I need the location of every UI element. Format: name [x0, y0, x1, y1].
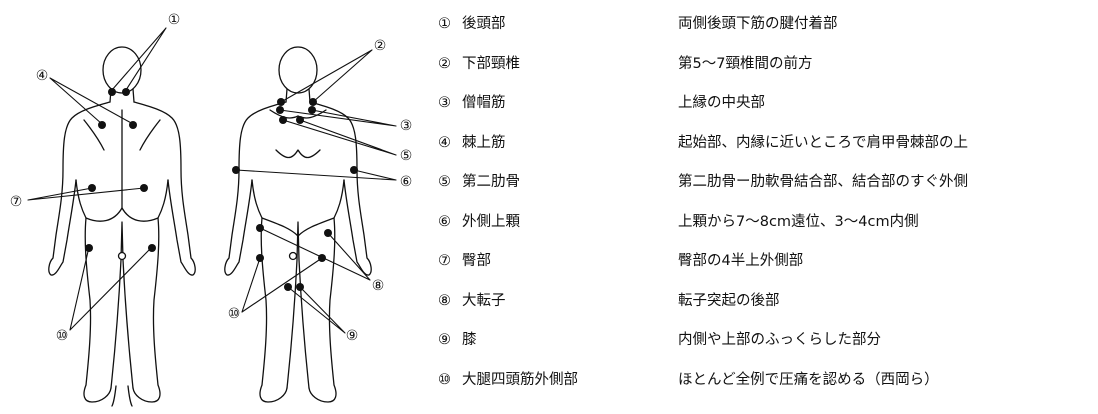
- tender-point: [279, 116, 287, 124]
- tender-point: [98, 121, 106, 129]
- callout-6: ⑥: [400, 174, 413, 190]
- pointer-lines: [27, 27, 397, 334]
- tender-point: [129, 121, 137, 129]
- legend-point-name: 第二肋骨: [462, 174, 520, 190]
- callout-labels: ① ④ ⑦ ⑩ ② ③ ⑤ ⑥ ⑧ ⑨ ⑩: [10, 12, 413, 344]
- legend-point-name: 棘上筋: [462, 134, 506, 151]
- tender-point: [324, 229, 332, 237]
- callout-1: ①: [168, 12, 181, 28]
- tender-point: [122, 88, 130, 96]
- legend-row: ⑦ 臀部 臀部の4半上外側部: [438, 251, 1098, 291]
- legend-point-description: 上顆から7〜8cm遠位、3〜4cm内側: [678, 213, 919, 230]
- tender-point: [318, 254, 326, 262]
- tender-point: [276, 106, 284, 114]
- tender-point: [88, 184, 96, 192]
- legend-number: ②: [438, 55, 451, 72]
- tender-point-dots: [85, 88, 358, 291]
- tender-point: [284, 283, 292, 291]
- legend-row: ① 後頭部 両側後頭下筋の腱付着部: [438, 14, 1098, 54]
- legend-row: ④ 棘上筋 起始部、内縁に近いところで肩甲骨棘部の上: [438, 133, 1098, 173]
- legend-row: ⑨ 膝 内側や上部のふっくらした部分: [438, 330, 1098, 370]
- callout-9: ⑨: [346, 328, 359, 344]
- tender-point: [308, 106, 316, 114]
- back-view-body: [48, 46, 196, 407]
- legend-point-name: 大転子: [462, 292, 506, 309]
- callout-5: ⑤: [400, 148, 413, 164]
- legend-row: ⑧ 大転子 転子突起の後部: [438, 291, 1098, 331]
- tender-point: [296, 283, 304, 291]
- legend-number: ③: [438, 95, 451, 111]
- callout-2: ②: [374, 38, 387, 54]
- callout-4: ④: [36, 68, 49, 84]
- legend-number: ⑤: [438, 174, 451, 190]
- legend-number: ⑥: [438, 213, 451, 230]
- callout-7: ⑦: [10, 194, 23, 210]
- tender-point: [85, 244, 93, 252]
- legend-point-name: 膝: [462, 332, 477, 348]
- legend-number: ⑧: [438, 292, 451, 309]
- legend-point-description: 第5〜7頸椎間の前方: [678, 55, 813, 72]
- legend-number: ④: [438, 134, 451, 151]
- legend-point-name: 臀部: [462, 253, 491, 269]
- legend-point-description: 両側後頭下筋の腱付着部: [678, 16, 838, 32]
- tender-point: [256, 224, 264, 232]
- callout-10: ⑩: [56, 328, 69, 344]
- legend-point-description: 上縁の中央部: [678, 95, 765, 111]
- legend-point-description: 臀部の4半上外側部: [678, 253, 804, 269]
- legend-row: ⑩ 大腿四頭筋外側部 ほとんど全例で圧痛を認める（西岡ら）: [438, 370, 1098, 410]
- callout-8: ⑧: [372, 278, 385, 294]
- tender-point: [256, 254, 264, 262]
- legend-point-name: 下部頸椎: [462, 55, 520, 72]
- legend-row: ② 下部頸椎 第5〜7頸椎間の前方: [438, 54, 1098, 94]
- legend-row: ③ 僧帽筋 上縁の中央部: [438, 93, 1098, 133]
- tender-point: [277, 98, 285, 106]
- legend-row: ⑥ 外側上顆 上顆から7〜8cm遠位、3〜4cm内側: [438, 212, 1098, 252]
- tender-point: [296, 116, 304, 124]
- tender-point-legend: ① 後頭部 両側後頭下筋の腱付着部 ② 下部頸椎 第5〜7頸椎間の前方 ③ 僧帽…: [438, 14, 1098, 409]
- legend-number: ⑦: [438, 253, 451, 269]
- legend-point-description: 第二肋骨ー肋軟骨結合部、結合部のすぐ外側: [678, 174, 968, 190]
- tender-point: [309, 98, 317, 106]
- legend-number: ⑩: [438, 371, 451, 388]
- tender-point: [140, 184, 148, 192]
- tender-point: [232, 166, 240, 174]
- legend-point-description: 転子突起の後部: [678, 292, 780, 309]
- callout-10-front: ⑩: [228, 306, 241, 322]
- front-view-body: [224, 46, 372, 403]
- callout-3: ③: [400, 118, 413, 134]
- tender-points-diagram: ① ④ ⑦ ⑩ ② ③ ⑤ ⑥ ⑧ ⑨ ⑩: [10, 12, 413, 407]
- legend-point-description: ほとんど全例で圧痛を認める（西岡ら）: [678, 371, 939, 388]
- legend-point-description: 起始部、内縁に近いところで肩甲骨棘部の上: [678, 134, 968, 151]
- tender-point: [350, 166, 358, 174]
- legend-row: ⑤ 第二肋骨 第二肋骨ー肋軟骨結合部、結合部のすぐ外側: [438, 172, 1098, 212]
- tender-point: [108, 88, 116, 96]
- legend-number: ⑨: [438, 332, 451, 348]
- legend-number: ①: [438, 16, 451, 32]
- legend-point-name: 大腿四頭筋外側部: [462, 371, 578, 388]
- legend-point-name: 僧帽筋: [462, 95, 506, 111]
- legend-point-description: 内側や上部のふっくらした部分: [678, 332, 881, 348]
- tender-point: [148, 244, 156, 252]
- legend-point-name: 後頭部: [462, 16, 506, 32]
- legend-point-name: 外側上顆: [462, 213, 520, 230]
